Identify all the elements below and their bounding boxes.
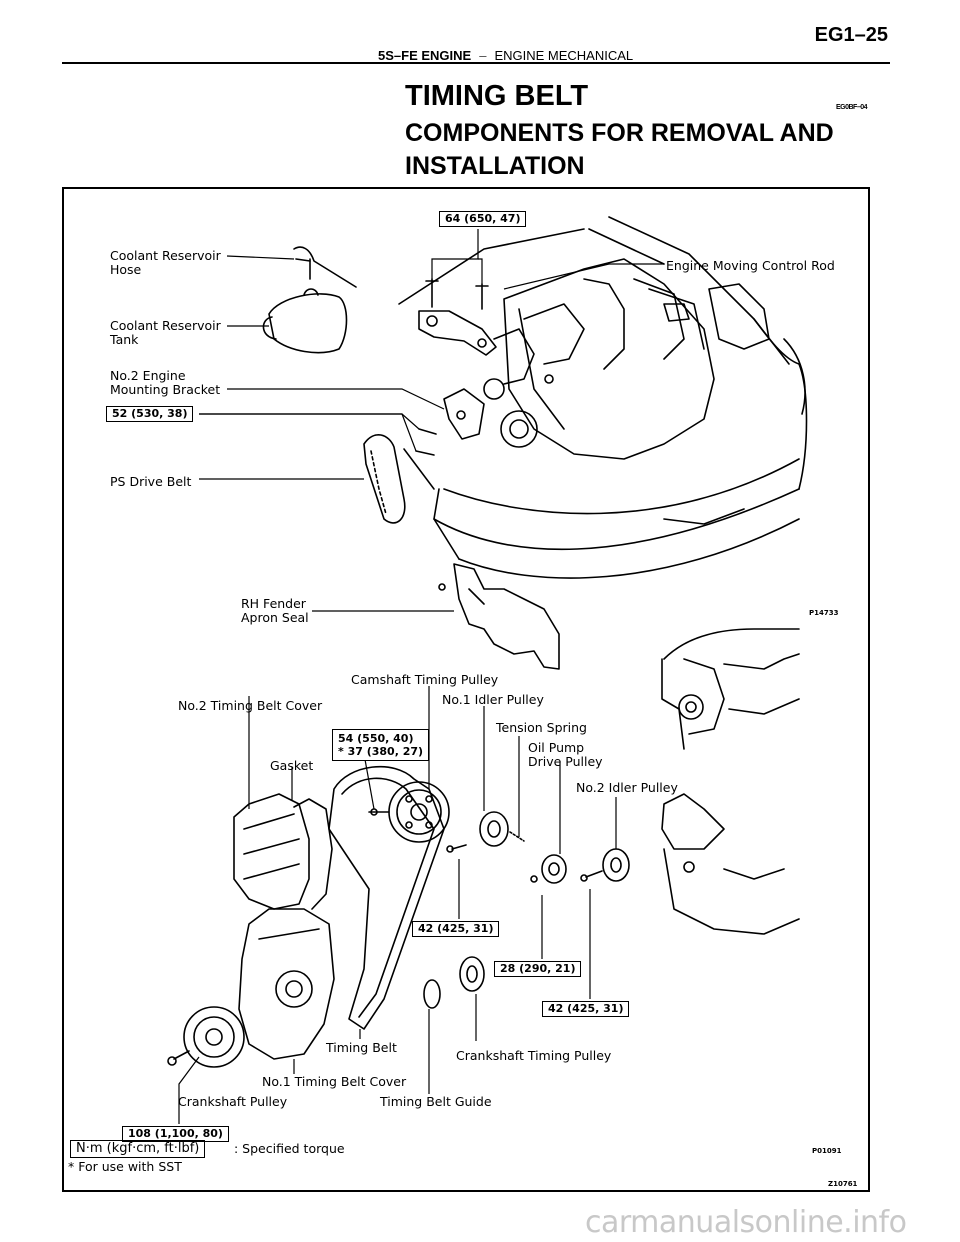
label-no1-timing-belt-cover: No.1 Timing Belt Cover [262,1074,407,1089]
legend-unit-box: N·m (kgf·cm, ft·lbf) [70,1140,206,1158]
label-crankshaft-timing-pulley: Crankshaft Timing Pulley [456,1048,612,1063]
doc-code: EG0BF–04 [836,104,868,111]
label-coolant-reservoir-tank: Coolant Reservoir Tank [110,318,221,347]
torque-camshaft-pulley: 54 (550, 40) * 37 (380, 27) [332,729,430,761]
components-figure: Coolant Reservoir Hose Coolant Reservoir… [62,187,870,1192]
legend-unit-desc: : Specified torque [234,1141,345,1156]
header-separator: – [479,48,487,63]
page-number: EG1–25 [814,24,888,46]
page-subtitle: COMPONENTS FOR REMOVAL AND INSTALLATION [405,119,834,180]
label-tension-spring: Tension Spring [496,720,587,735]
torque-control-rod: 64 (650, 47) [439,211,527,227]
header-engine: 5S–FE ENGINE [378,48,472,63]
torque-crankshaft-pulley: 108 (1,100, 80) [122,1126,229,1142]
torque-idler-no1: 42 (425, 31) [412,921,500,937]
page-header: 5S–FE ENGINE–ENGINE MECHANICAL EG1–25 [62,20,890,64]
torque-oil-pump-pulley: 28 (290, 21) [494,961,582,977]
header-section: 5S–FE ENGINE–ENGINE MECHANICAL [378,48,633,63]
header-chapter: ENGINE MECHANICAL [494,48,634,63]
fig-code-top: P14733 [809,609,839,617]
label-timing-belt-guide: Timing Belt Guide [380,1094,492,1109]
legend-sst-note: * For use with SST [68,1159,182,1174]
torque-mounting-bracket: 52 (530, 38) [106,406,194,422]
label-oil-pump-drive-pulley: Oil Pump Drive Pulley [528,740,603,769]
page-title: TIMING BELT [405,80,589,112]
label-rh-fender-apron-seal: RH Fender Apron Seal [241,596,309,625]
fig-code-bottom: P01091 [812,1147,842,1155]
torque-idler-no2: 42 (425, 31) [542,1001,630,1017]
label-no1-idler-pulley: No.1 Idler Pulley [442,692,544,707]
label-crankshaft-pulley: Crankshaft Pulley [178,1094,288,1109]
label-no2-engine-mounting-bracket: No.2 Engine Mounting Bracket [110,368,221,397]
fig-code-corner: Z10761 [828,1180,858,1188]
label-ps-drive-belt: PS Drive Belt [110,474,192,489]
label-no2-idler-pulley: No.2 Idler Pulley [576,780,678,795]
label-coolant-reservoir-hose: Coolant Reservoir Hose [110,248,221,277]
label-no2-timing-belt-cover: No.2 Timing Belt Cover [178,698,323,713]
exploded-diagram [167,216,808,1124]
label-gasket: Gasket [270,758,314,773]
label-engine-moving-control-rod: Engine Moving Control Rod [666,258,835,273]
label-camshaft-timing-pulley: Camshaft Timing Pulley [351,672,499,687]
label-timing-belt: Timing Belt [326,1040,397,1055]
watermark: carmanualsonline.info [585,1205,907,1240]
